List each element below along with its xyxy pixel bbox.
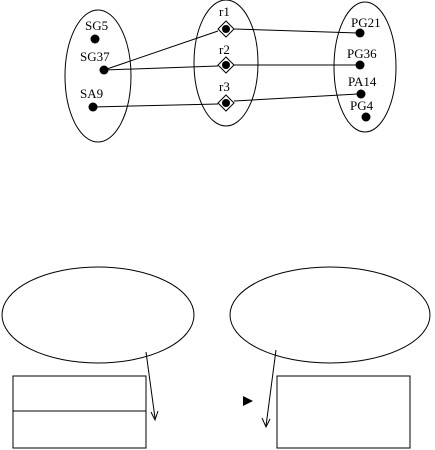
left-set-label-1: SG37	[80, 49, 110, 64]
right-down-arrow-line	[265, 349, 277, 427]
bottom-right-box	[276, 375, 411, 449]
right-set-dot-2	[356, 89, 366, 99]
bottom-left-box	[12, 375, 147, 449]
left-down-arrow-head	[150, 410, 159, 422]
relation-lines	[92, 28, 359, 108]
relation-line-sg37-r2	[103, 65, 219, 71]
left-down-arrow-line	[145, 351, 156, 419]
relation-line-r1-pg21	[233, 28, 359, 34]
right-set-ellipse	[333, 1, 397, 133]
right-set-label-1: PG36	[347, 46, 377, 61]
right-set-dot-0	[355, 28, 365, 38]
relation-dot-1	[222, 61, 230, 69]
relation-dot-2	[222, 99, 230, 107]
middle-set-label-1: r2	[219, 42, 230, 57]
left-set-label-2: SA9	[80, 86, 103, 101]
left-set-label-0: SG5	[85, 18, 108, 33]
bottom-right-ellipse	[229, 266, 431, 364]
relation-line-r3-pa14	[233, 93, 359, 102]
bottom-arrows	[145, 349, 277, 429]
relation-line-sa9-r3	[92, 103, 219, 108]
relation-line-sg37-r1	[103, 30, 219, 71]
middle-set-label-2: r3	[219, 79, 230, 94]
right-set-label-0: PG21	[351, 15, 381, 30]
right-down-arrow-head	[261, 417, 271, 429]
right-set-label-3: PG4	[350, 98, 374, 113]
middle-set-ellipse	[193, 0, 259, 127]
bottom-left-ellipse	[1, 266, 195, 364]
left-set-dot-1	[99, 65, 109, 75]
right-set-label-2: PA14	[348, 74, 377, 89]
left-set-dot-2	[88, 102, 98, 112]
middle-set-label-0: r1	[219, 4, 230, 19]
right-set-dot-3	[361, 112, 371, 122]
relation-dot-0	[222, 25, 230, 33]
left-set-ellipse	[64, 9, 132, 143]
right-pointer-triangle	[243, 396, 253, 406]
left-set-dot-0	[90, 34, 100, 44]
right-set-dot-1	[355, 60, 365, 70]
